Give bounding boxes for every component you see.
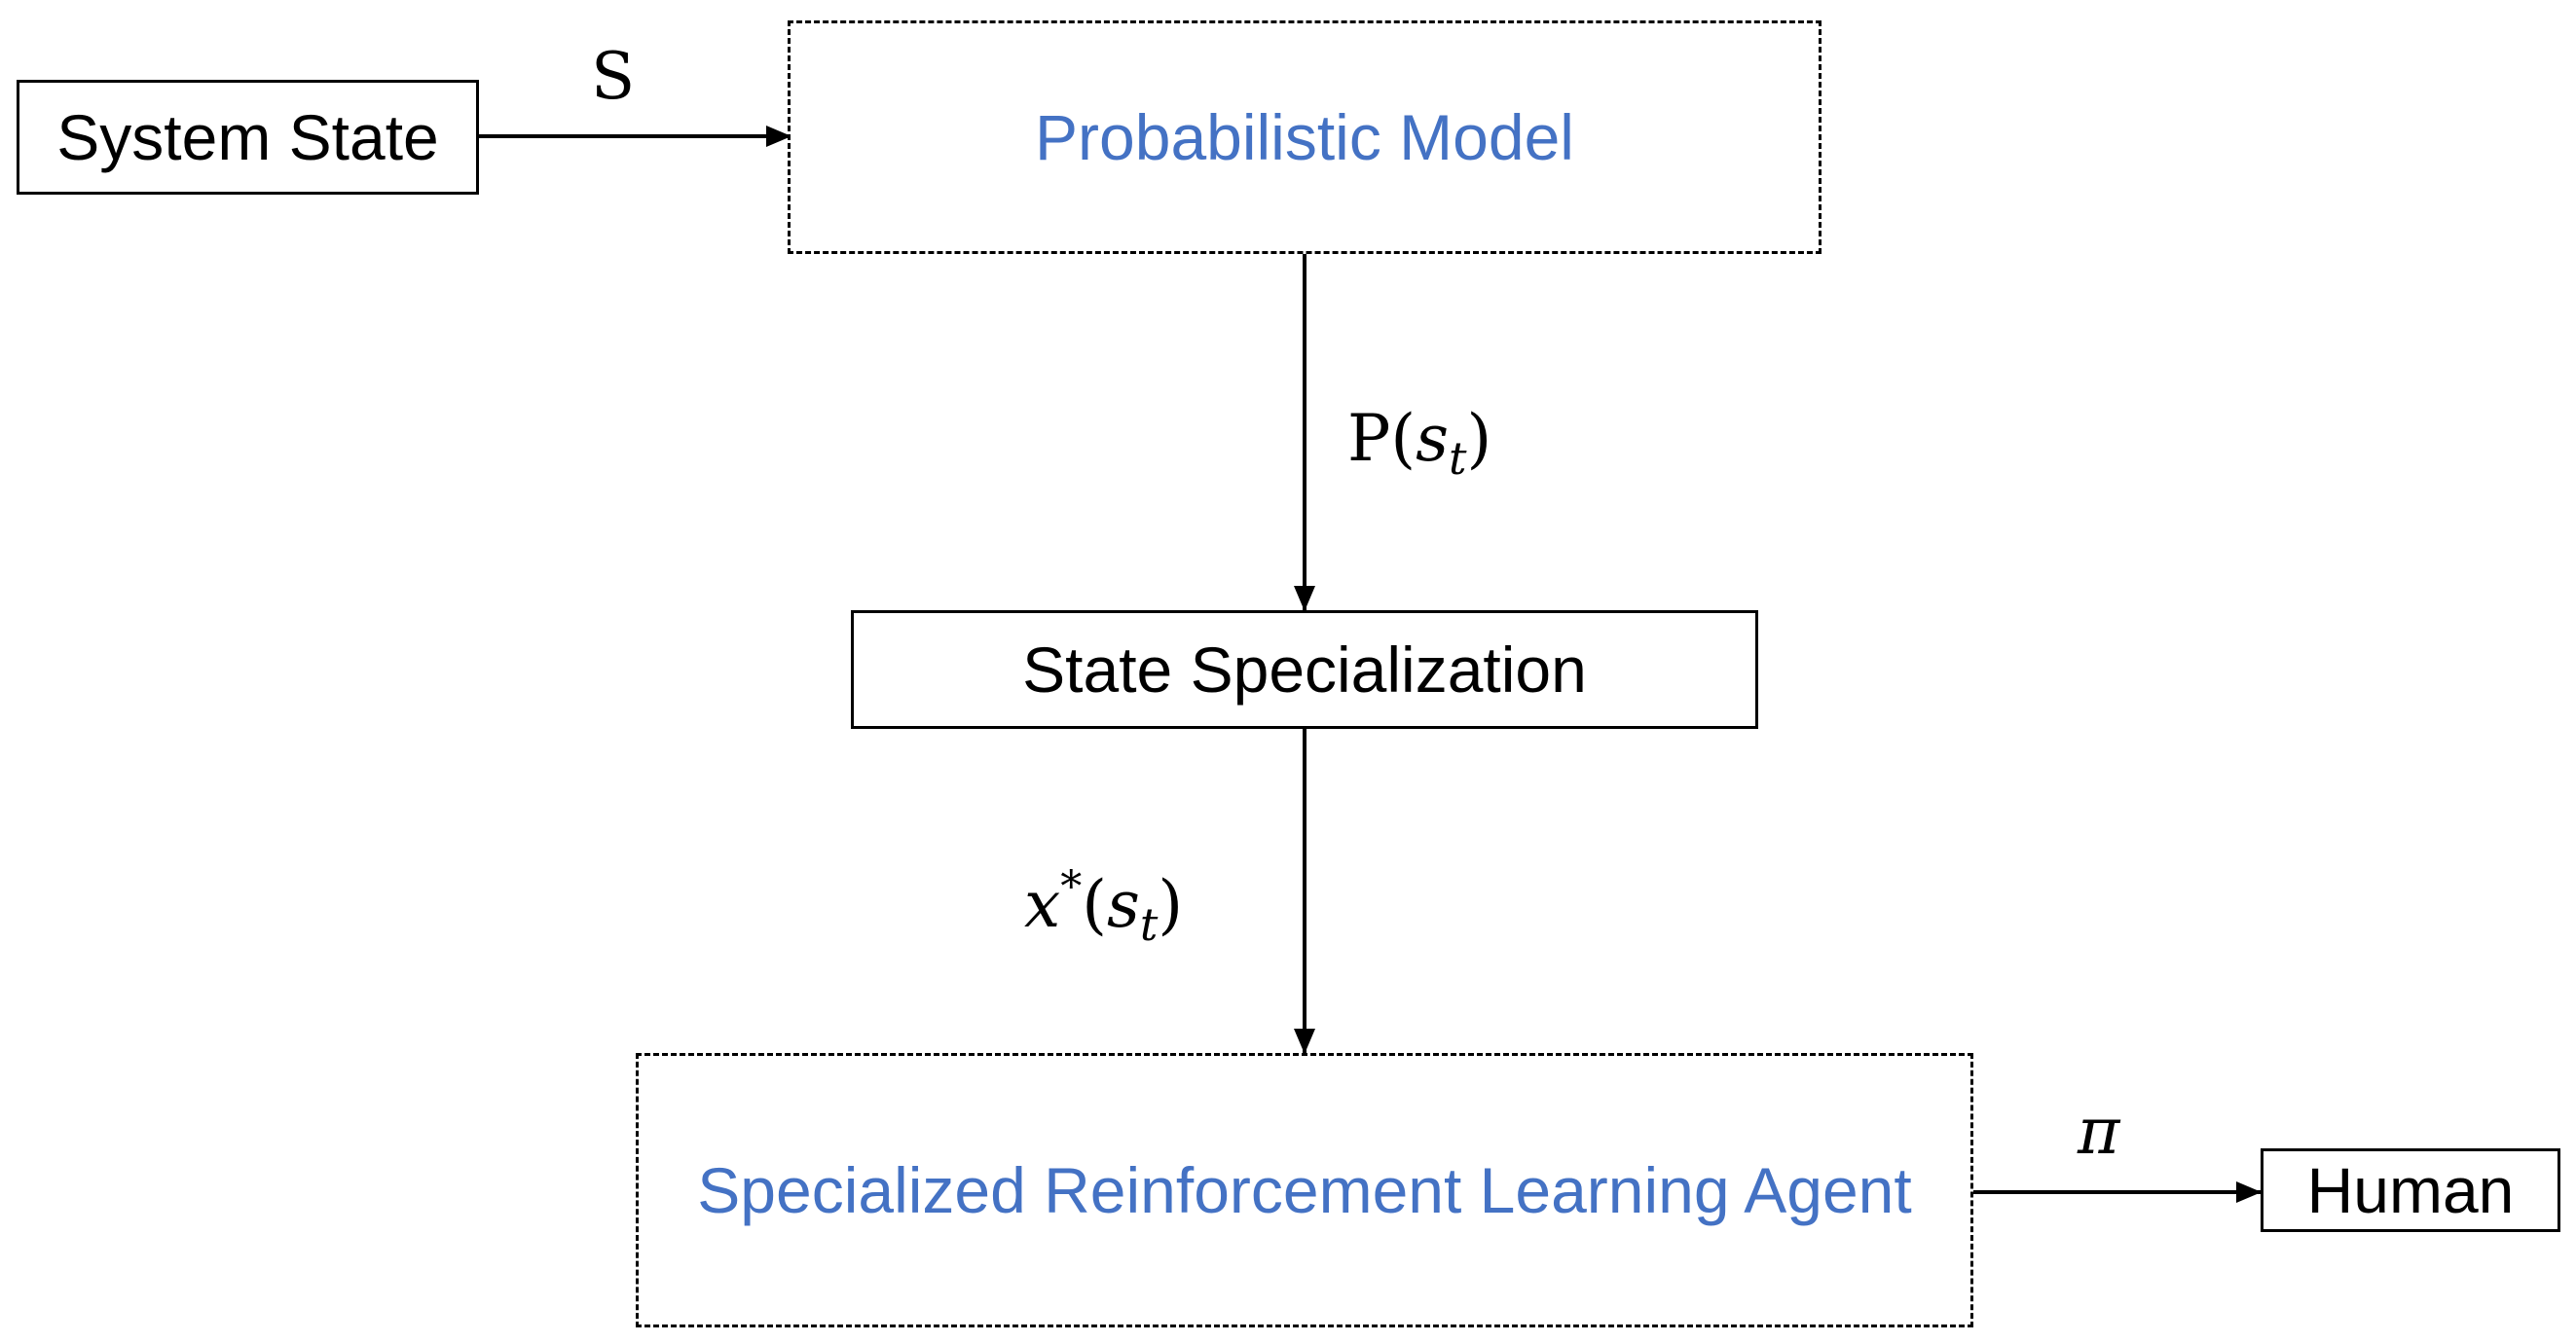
p-suffix: ) <box>1466 401 1492 476</box>
system-state-box: System State <box>17 80 479 195</box>
edge-label-s-text: S <box>591 39 636 114</box>
x-close: ) <box>1158 867 1184 942</box>
human-box: Human <box>2261 1148 2560 1232</box>
edge-label-p-st: P(st) <box>1347 407 1491 482</box>
edge-label-pi-text: π <box>2078 1094 2120 1169</box>
probabilistic-model-label: Probabilistic Model <box>1035 101 1574 173</box>
p-sub: t <box>1449 432 1467 485</box>
edge-label-s: S <box>591 45 635 109</box>
edge-label-x-star-st: x*(st) <box>1024 866 1184 948</box>
x-var: x <box>1024 867 1061 942</box>
state-specialization-box: State Specialization <box>851 610 1758 729</box>
edge-label-pi: π <box>2078 1100 2119 1164</box>
system-state-label: System State <box>56 101 439 173</box>
x-sup: * <box>1060 862 1083 912</box>
x-arg: s <box>1106 867 1140 942</box>
x-open: ( <box>1082 867 1107 942</box>
rl-agent-label: Specialized Reinforcement Learning Agent <box>697 1154 1912 1226</box>
rl-agent-box: Specialized Reinforcement Learning Agent <box>636 1053 1973 1327</box>
p-var: s <box>1416 401 1450 476</box>
x-sub: t <box>1139 898 1159 951</box>
probabilistic-model-box: Probabilistic Model <box>788 20 1822 254</box>
human-label: Human <box>2306 1154 2515 1226</box>
state-specialization-label: State Specialization <box>1022 634 1587 706</box>
p-prefix: P( <box>1347 401 1417 476</box>
